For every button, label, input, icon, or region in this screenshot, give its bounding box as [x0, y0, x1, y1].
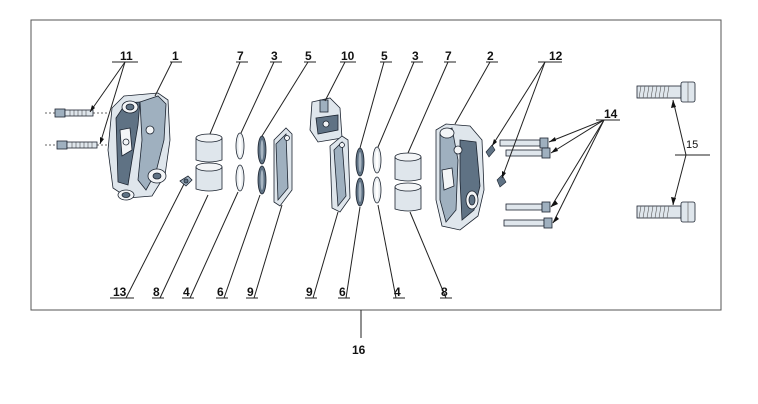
- dust-seal-left-5: [257, 135, 267, 165]
- seal-right-4: [372, 176, 382, 204]
- callout-15: 15: [686, 139, 698, 151]
- callout-3: 3: [412, 49, 419, 63]
- dust-seal-left-6: [257, 165, 267, 195]
- callout-1: 1: [172, 49, 179, 63]
- seal-left-3: [235, 132, 245, 160]
- callout-2: 2: [487, 49, 494, 63]
- bleed-screw-11-top: [45, 108, 108, 118]
- leader-lines: [89, 61, 710, 338]
- clip-12-upper: [485, 144, 496, 158]
- callout-5: 5: [305, 49, 312, 63]
- callout-6: 6: [217, 285, 224, 299]
- arrowheads: [90, 100, 676, 223]
- callout-10: 10: [341, 49, 355, 63]
- assembly-frame: [30, 19, 722, 311]
- guide-pin-14-1: [499, 137, 549, 149]
- callout-14: 14: [604, 107, 618, 121]
- brake-pad-right-9: [329, 135, 351, 213]
- callout-13: 13: [113, 285, 127, 299]
- callout-7: 7: [237, 49, 244, 63]
- callout-11: 11: [120, 49, 133, 63]
- guide-pin-14-2: [505, 147, 551, 159]
- seal-left-4: [235, 164, 245, 192]
- piston-right-lower-8: [394, 182, 422, 212]
- callout-16: 16: [352, 343, 366, 357]
- pad-retainer-10: [309, 97, 343, 143]
- guide-pin-14-4: [503, 217, 553, 229]
- dust-seal-right-6: [355, 177, 365, 207]
- callout-5: 5: [381, 49, 388, 63]
- mounting-bolt-15-bottom: [636, 201, 696, 223]
- piston-left-lower-8: [195, 162, 223, 192]
- piston-right-upper-7: [394, 152, 422, 182]
- callout-6: 6: [339, 285, 346, 299]
- brake-pad-left-9: [273, 127, 293, 207]
- bleed-nipple-13: [179, 175, 193, 187]
- callout-3: 3: [271, 49, 278, 63]
- callout-12: 12: [549, 49, 563, 63]
- callout-8: 8: [441, 285, 448, 299]
- seal-right-3: [372, 146, 382, 174]
- clip-12-lower: [496, 174, 507, 188]
- callout-8: 8: [153, 285, 160, 299]
- bleed-screw-11-bottom: [45, 140, 110, 150]
- dust-seal-right-5: [355, 147, 365, 177]
- callout-9: 9: [247, 285, 254, 299]
- caliper-body-right-2: [435, 123, 485, 231]
- piston-left-upper-7: [195, 133, 223, 163]
- callout-9: 9: [306, 285, 313, 299]
- callout-7: 7: [445, 49, 452, 63]
- callout-4: 4: [394, 285, 401, 299]
- guide-pin-14-3: [505, 201, 551, 213]
- mounting-bolt-15-top: [636, 81, 696, 103]
- callout-labels: 11 1 7 3 5 10 5 3 7 2 12 14 15 13 8 4 6 …: [113, 49, 698, 357]
- caliper-body-left-1: [107, 92, 171, 201]
- callout-4: 4: [183, 285, 190, 299]
